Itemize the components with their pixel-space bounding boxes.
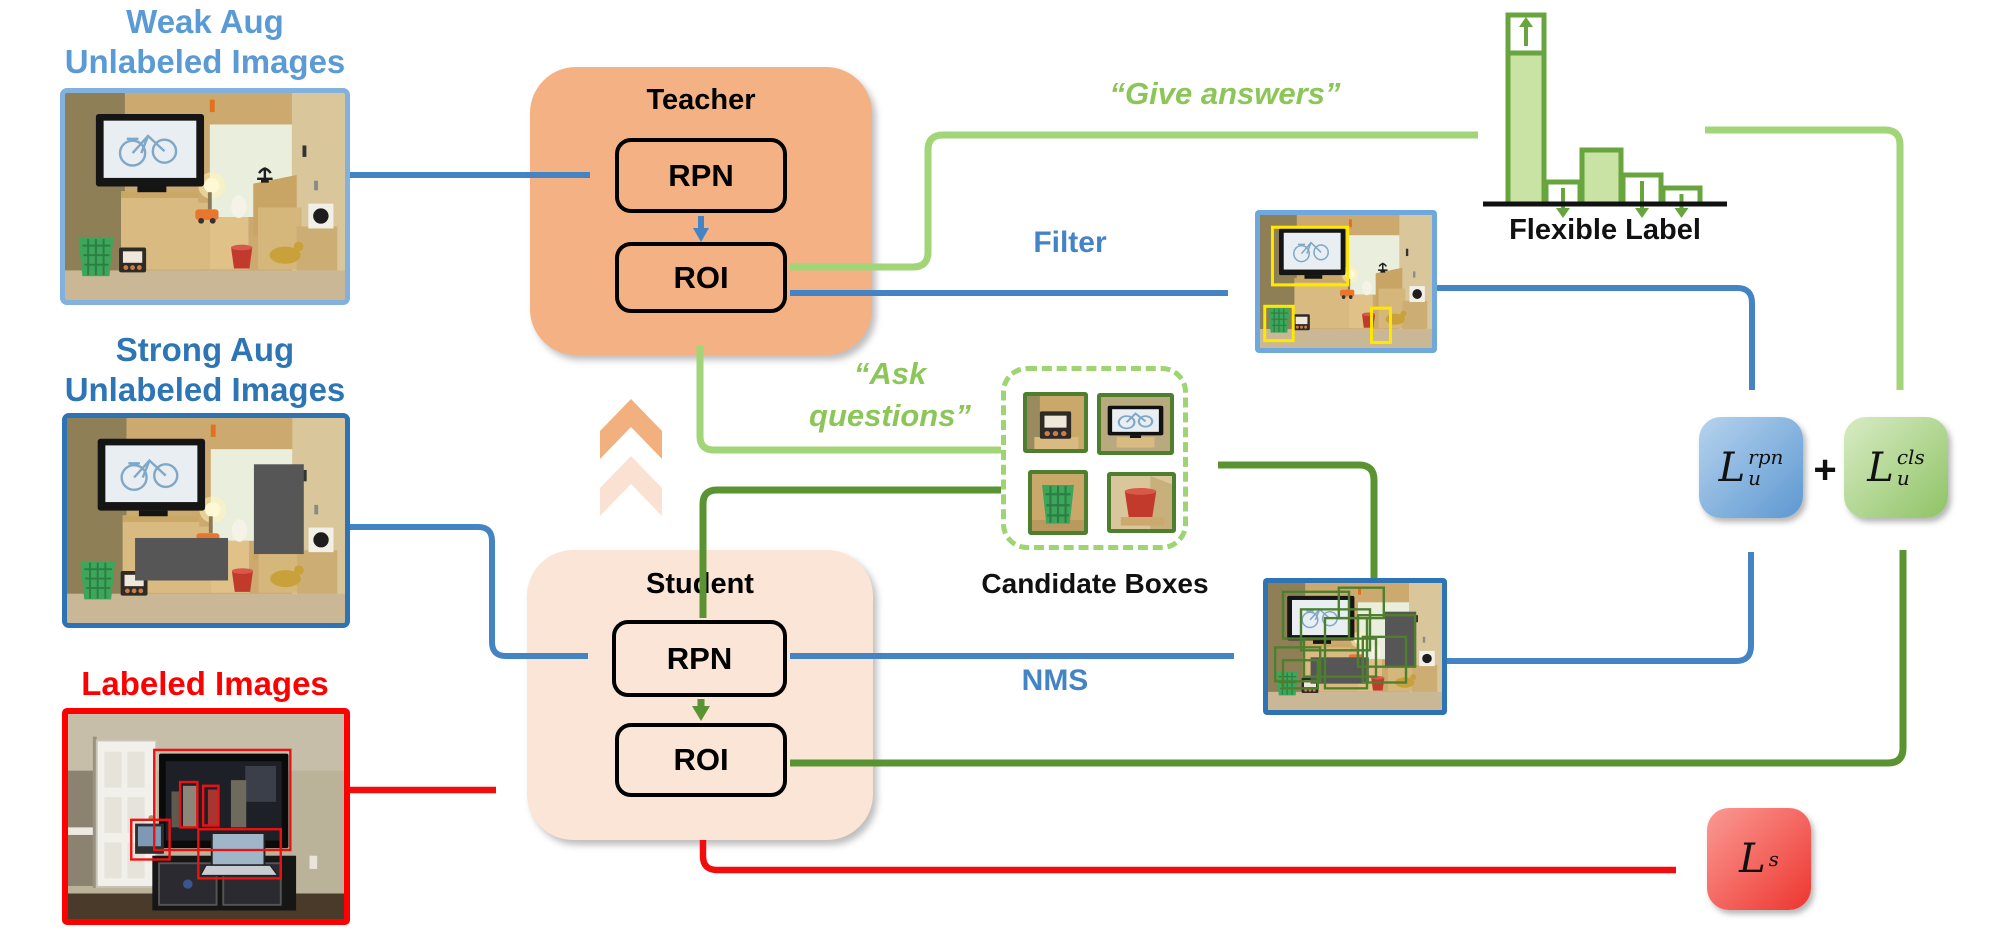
candidate-crop-bucket [1107, 472, 1176, 533]
plus-sign: + [1813, 448, 1837, 492]
candidate-crop-timer [1023, 392, 1088, 453]
ema-chevron-faded [600, 456, 662, 516]
wire-nms-to-candidates [1218, 461, 1378, 578]
student-title: Student [646, 568, 754, 600]
wire-student-to-loss-sup [699, 840, 1676, 874]
strong-aug-title-line2: Unlabeled Images [64, 370, 346, 408]
student-panel: Student RPN ROI [527, 550, 873, 840]
weak-aug-image [60, 88, 350, 305]
give-answers-text: “Give answers” [1109, 76, 1341, 111]
filter-text: Filter [1033, 226, 1107, 259]
strong-aug-title-line1: Strong Aug [115, 331, 295, 368]
loss-unsup-rpn-box: L rpn u [1699, 417, 1803, 518]
filtered-pseudo-label-image [1255, 210, 1437, 353]
teacher-title: Teacher [646, 84, 756, 116]
nms-proposals-image [1263, 578, 1447, 715]
candidate-crop-tv [1097, 393, 1174, 455]
ema-chevron-solid [600, 399, 662, 459]
ask-questions-text-line1: “Ask [853, 356, 927, 391]
ask-questions-text-line2: questions” [809, 398, 971, 433]
weak-aug-title-line1: Weak Aug [126, 3, 284, 40]
loss-unsup-cls-formula: L cls u [1867, 444, 1925, 491]
strong-aug-image [62, 413, 350, 628]
candidate-crop-basket [1028, 470, 1088, 535]
candidate-boxes-label: Candidate Boxes [981, 568, 1209, 599]
flexible-label-histogram [1483, 12, 1727, 218]
candidate-boxes-container [1001, 366, 1188, 550]
labeled-image [62, 708, 350, 925]
loss-unsup-rpn-formula: L rpn u [1718, 444, 1784, 491]
strong-aug-title: Strong Aug Unlabeled Images [25, 330, 385, 409]
loss-supervised-box: L s [1707, 808, 1811, 910]
teacher-panel: Teacher RPN ROI [530, 67, 872, 355]
wire-nms-to-loss-rpn [1447, 552, 1754, 664]
weak-aug-title-line2: Unlabeled Images [64, 42, 346, 80]
labeled-images-title: Labeled Images [81, 665, 329, 702]
flexible-label-text: Flexible Label [1509, 214, 1701, 246]
student-roi-module: ROI [615, 723, 787, 797]
nms-text: NMS [1021, 664, 1089, 697]
weak-aug-title: Weak Aug Unlabeled Images [25, 2, 385, 81]
wire-filtered-to-loss-rpn [1437, 285, 1755, 390]
loss-supervised-formula: L s [1739, 836, 1779, 882]
teacher-roi-module: ROI [615, 242, 787, 313]
student-rpn-module: RPN [612, 620, 787, 697]
loss-unsup-cls-box: L cls u [1844, 417, 1948, 518]
teacher-rpn-module: RPN [615, 138, 787, 213]
